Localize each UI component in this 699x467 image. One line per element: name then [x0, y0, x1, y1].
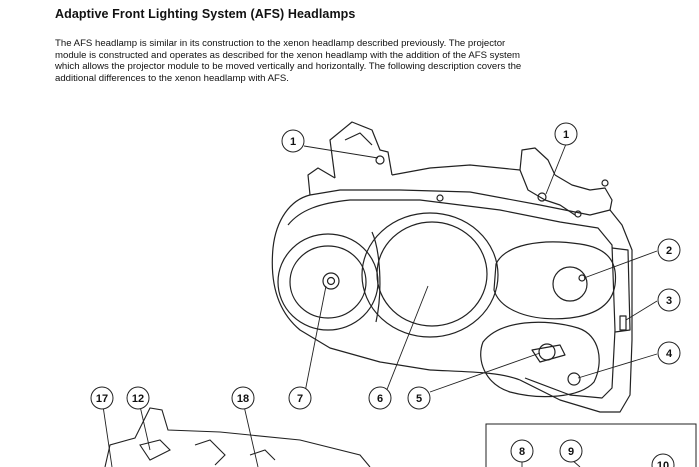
callout: 3: [657, 288, 681, 312]
callout: 18: [231, 386, 255, 410]
leader-lines: [102, 143, 658, 467]
body-line: module is constructed and operates as de…: [55, 49, 521, 61]
callout: 5: [407, 386, 431, 410]
callout: 17: [90, 386, 114, 410]
headlamp-housing-drawing: [271, 121, 633, 413]
svg-text:1: 1: [563, 129, 569, 141]
body-line: additional differences to the xenon head…: [55, 72, 289, 84]
svg-text:10: 10: [657, 460, 669, 467]
callout: 1: [554, 122, 578, 146]
callout: 12: [126, 386, 150, 410]
callout: 9: [559, 439, 583, 463]
callout: 8: [510, 439, 534, 463]
svg-text:8: 8: [519, 446, 525, 458]
svg-text:17: 17: [96, 393, 108, 405]
callout: 10: [651, 453, 675, 467]
svg-text:12: 12: [132, 393, 144, 405]
body-paragraph: The AFS headlamp is similar in its const…: [55, 38, 655, 84]
callout: 4: [657, 341, 681, 365]
callout: 2: [657, 238, 681, 262]
svg-text:4: 4: [666, 348, 673, 360]
inset-box: [485, 423, 697, 467]
callout: 1: [281, 129, 305, 153]
svg-text:5: 5: [416, 393, 422, 405]
callout: 7: [288, 386, 312, 410]
svg-text:18: 18: [237, 393, 249, 405]
svg-text:6: 6: [377, 393, 383, 405]
lower-module-drawing: [104, 407, 371, 467]
svg-text:1: 1: [290, 136, 296, 148]
callouts: 1 1 2 3 4 5 6 7: [90, 122, 681, 467]
body-line: The AFS headlamp is similar in its const…: [55, 38, 506, 49]
svg-text:3: 3: [666, 295, 672, 307]
svg-text:9: 9: [568, 446, 574, 458]
body-line: which allows the projector module to be …: [55, 61, 522, 72]
svg-text:2: 2: [666, 245, 672, 257]
callout: 6: [368, 386, 392, 410]
svg-text:7: 7: [297, 393, 303, 405]
section-title: Adaptive Front Lighting System (AFS) Hea…: [55, 7, 356, 21]
